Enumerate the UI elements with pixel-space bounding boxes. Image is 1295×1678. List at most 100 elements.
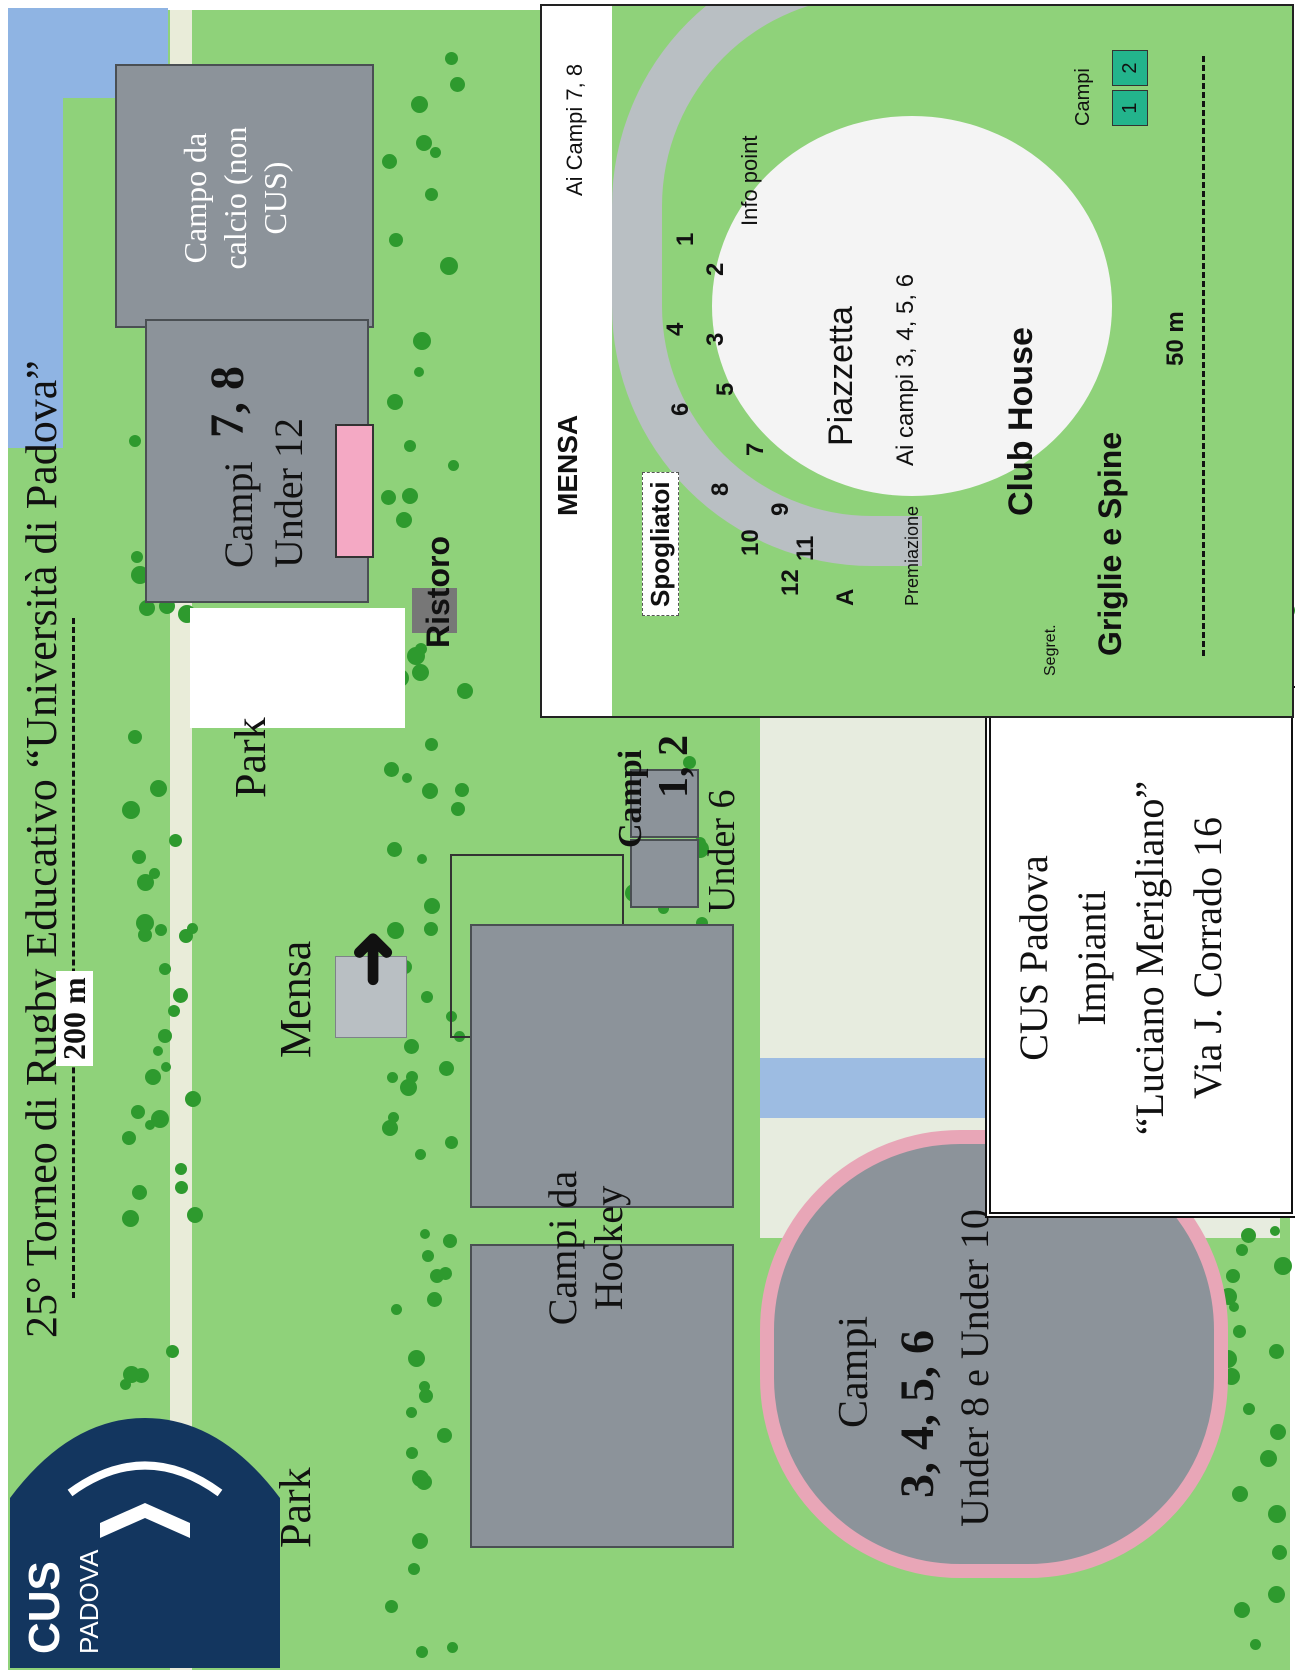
- inset-room-10: 10: [737, 529, 764, 556]
- tree-icon: [419, 1381, 430, 1392]
- inset-room-12: 12: [777, 569, 804, 596]
- tree-icon: [422, 1250, 434, 1262]
- tree-icon: [402, 488, 418, 504]
- tree-icon: [396, 512, 412, 528]
- tree-icon: [389, 233, 403, 247]
- inset-legend-box-2: 2: [1112, 50, 1148, 86]
- tree-icon: [404, 1039, 419, 1054]
- tree-icon: [159, 963, 171, 975]
- tree-icon: [169, 834, 182, 847]
- inset-room-5: 5: [712, 382, 739, 396]
- tree-icon: [151, 1110, 169, 1128]
- address-line3: “Luciano Merigliano”: [1127, 780, 1172, 1136]
- tree-icon: [1234, 1602, 1250, 1618]
- tree-icon: [387, 1072, 398, 1083]
- tree-icon: [430, 147, 441, 158]
- tree-icon: [1241, 1228, 1256, 1243]
- tree-icon: [1232, 1486, 1248, 1502]
- inset-room-3: 3: [702, 332, 729, 346]
- tree-icon: [387, 842, 402, 857]
- tree-icon: [122, 1210, 139, 1227]
- tree-icon: [385, 1600, 398, 1613]
- inset-room-1: 1: [672, 232, 699, 246]
- tree-icon: [437, 1428, 452, 1443]
- address-line4: Via J. Corrado 16: [1185, 817, 1230, 1099]
- tree-icon: [412, 664, 429, 681]
- tree-icon: [427, 1292, 442, 1307]
- inset-room-4: 4: [662, 322, 689, 336]
- tree-icon: [413, 332, 431, 350]
- tree-icon: [439, 1267, 452, 1280]
- tree-icon: [131, 1105, 145, 1119]
- tree-icon: [406, 1407, 417, 1418]
- tree-icon: [381, 490, 396, 505]
- tree-icon: [404, 440, 416, 452]
- tree-icon: [175, 1181, 188, 1194]
- logo-shield-icon: [10, 1418, 280, 1668]
- address-line1: CUS Padova: [1011, 855, 1056, 1061]
- inset-griglie: Griglie e Spine: [1092, 431, 1128, 656]
- inset-room-a: A: [832, 588, 859, 606]
- park-top-label: Park: [226, 717, 275, 798]
- tree-icon: [175, 1163, 187, 1175]
- map-title: 25° Torneo di Rugby Educativo “Universit…: [17, 360, 66, 1338]
- tree-icon: [425, 188, 438, 201]
- inset-mensa-label: MENSA: [552, 414, 583, 516]
- campi-3456-numbers: 3, 4, 5, 6: [891, 1330, 944, 1498]
- tree-icon: [1274, 1257, 1292, 1275]
- campi-1-2-numbers: 1, 2: [651, 735, 697, 798]
- logo-text-cus: CUS: [20, 1561, 69, 1654]
- tree-icon: [425, 738, 438, 751]
- inset-room-2: 2: [702, 262, 729, 276]
- tree-icon: [166, 1345, 179, 1358]
- tree-icon: [1268, 1505, 1286, 1523]
- tree-icon: [1260, 1450, 1277, 1467]
- tree-icon: [445, 52, 458, 65]
- tree-icon: [1243, 1403, 1255, 1415]
- inset-scale-bar: [1202, 56, 1205, 656]
- tree-icon: [402, 773, 412, 783]
- tree-icon: [407, 647, 425, 665]
- tree-icon: [1226, 1269, 1240, 1283]
- tree-icon: [424, 898, 440, 914]
- tree-icon: [411, 96, 428, 113]
- tree-icon: [173, 988, 188, 1003]
- tree-icon: [145, 1069, 161, 1085]
- inset-ai-campi-3456: Ai campi 3, 4, 5, 6: [892, 273, 919, 466]
- address-line2: Impianti: [1069, 890, 1114, 1026]
- mensa-label: Mensa: [271, 940, 320, 1058]
- tree-icon: [382, 154, 397, 169]
- tree-icon: [422, 783, 438, 799]
- tree-icon: [122, 801, 140, 819]
- scale-bar-main: [72, 618, 75, 1298]
- inset-spogliatoi: Spogliatoi: [642, 472, 679, 616]
- inset-ai-campi-78: Ai Campi 7, 8: [562, 63, 587, 196]
- campi-7-8-prefix: Campi: [216, 461, 261, 568]
- tree-icon: [1270, 1226, 1280, 1236]
- tree-icon: [155, 924, 167, 936]
- tree-icon: [384, 762, 399, 777]
- tree-icon: [1236, 1244, 1248, 1256]
- tree-icon: [406, 1071, 418, 1083]
- tree-icon: [448, 460, 459, 471]
- tree-icon: [408, 1350, 425, 1367]
- mensa-arrow-icon: ➜: [332, 929, 410, 988]
- tree-icon: [420, 1229, 430, 1239]
- inset-room-6: 6: [667, 402, 694, 416]
- campi-7-8-numbers: 7, 8: [201, 366, 254, 438]
- cus-padova-logo: CUS PADOVA: [10, 1408, 280, 1668]
- tree-icon: [129, 435, 141, 447]
- inset-club-house: Club House: [1002, 327, 1040, 516]
- campi-1-2-age: Under 6: [701, 789, 743, 913]
- tree-icon: [440, 257, 458, 275]
- tree-icon: [406, 1447, 418, 1459]
- tree-icon: [132, 1185, 147, 1200]
- scale-label-main: 200 m: [56, 971, 93, 1066]
- tree-icon: [185, 1091, 201, 1107]
- campi-1-2-prefix: Campi: [612, 749, 649, 848]
- park-bottom-label: Park: [271, 1467, 320, 1548]
- tree-icon: [408, 1563, 420, 1575]
- tree-icon: [416, 1646, 428, 1658]
- inset-room-7: 7: [742, 442, 769, 456]
- tree-icon: [1272, 1545, 1287, 1560]
